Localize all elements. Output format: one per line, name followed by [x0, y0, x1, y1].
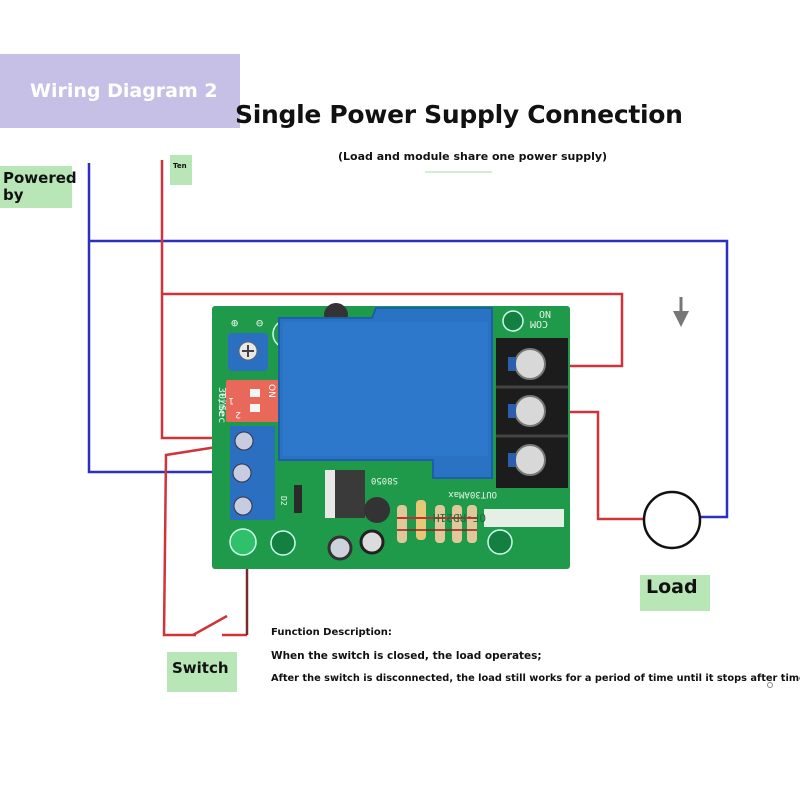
mounting-hole [229, 528, 257, 556]
terminal-label-com: COM [530, 318, 548, 329]
open-switch-icon [192, 614, 228, 637]
dip-on-label: ON [266, 384, 276, 398]
bullet-dot-icon [767, 682, 773, 688]
label-powered-by: Powered by [0, 166, 77, 208]
capacitor [327, 535, 353, 561]
negative-wire [87, 163, 729, 519]
board-output-rating: OUT30AMax [448, 489, 497, 499]
page-title: Single Power Supply Connection [235, 100, 683, 129]
inductor [364, 497, 390, 523]
capacitor [359, 529, 385, 555]
diode [294, 485, 302, 513]
plus-marking: ⊕ [231, 316, 238, 330]
diode-label: D2 [279, 496, 288, 506]
label-ten: Ten [170, 155, 192, 185]
dip-position-1: 1 [228, 395, 234, 405]
function-description-line: After the switch is disconnected, the lo… [271, 673, 800, 684]
load-circle-icon [642, 490, 702, 550]
label-load: Load [640, 575, 710, 611]
board-range-label: 30/Sec [216, 387, 227, 423]
mounting-hole [270, 530, 296, 556]
terminal-screw-negative [232, 463, 252, 483]
page-subtitle: (Load and module share one power supply) [338, 150, 608, 163]
dip-switch [226, 380, 281, 422]
terminal-label-no: NO [539, 308, 551, 319]
mounting-hole [487, 529, 513, 555]
positive-wire-to-com [162, 292, 624, 368]
down-arrow-icon [673, 297, 689, 327]
model-label-box [484, 509, 564, 527]
mounting-hole [502, 310, 524, 332]
terminal-screw-no [514, 395, 546, 427]
relay-module-board: ⊕ ⊖ [212, 303, 570, 569]
terminal-screw-trigger [233, 496, 253, 516]
label-switch: Switch [167, 652, 237, 692]
terminal-screw-nc [514, 444, 546, 476]
terminal-screw-positive [234, 431, 254, 451]
switch-wire-left [162, 441, 243, 637]
negative-wire-to-terminal [87, 163, 240, 474]
board-model: OF-RD21H [433, 511, 486, 524]
dip-position-2: 2 [235, 409, 241, 419]
minus-marking: ⊖ [256, 316, 263, 330]
function-description-line: When the switch is closed, the load oper… [271, 650, 542, 662]
negative-wire-to-load [89, 239, 729, 519]
resistor-array [397, 500, 477, 543]
transistor-label: S8050 [371, 475, 398, 485]
banner-label: Wiring Diagram 2 [30, 80, 218, 102]
board-time-label: Time [216, 392, 227, 416]
diagram-banner: Wiring Diagram 2 [0, 54, 240, 128]
function-description-title: Function Description: [271, 627, 392, 638]
terminal-screw-com [514, 348, 546, 380]
